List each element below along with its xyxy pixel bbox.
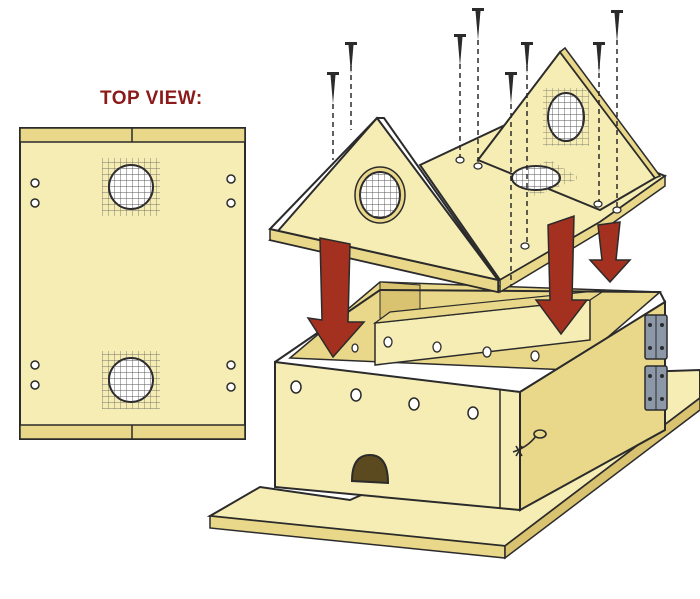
entrance-hole <box>350 453 390 485</box>
arrow-left <box>306 237 366 359</box>
front-vent-holes <box>290 380 479 420</box>
assembly-arrows <box>306 214 632 359</box>
top-vent-upper <box>102 158 160 216</box>
top-view-label: TOP VIEW: <box>100 88 203 109</box>
screws <box>327 8 623 104</box>
latch-hook <box>512 429 547 457</box>
arrow-right <box>588 221 632 284</box>
roof-lid <box>268 46 668 294</box>
top-view-panel <box>19 127 246 440</box>
hinge-lower <box>644 365 668 411</box>
screw-guides <box>332 40 618 285</box>
arrow-middle <box>534 214 589 336</box>
hinge-upper <box>644 314 668 360</box>
top-view-holes <box>30 174 236 392</box>
top-vent-lower <box>102 351 160 409</box>
